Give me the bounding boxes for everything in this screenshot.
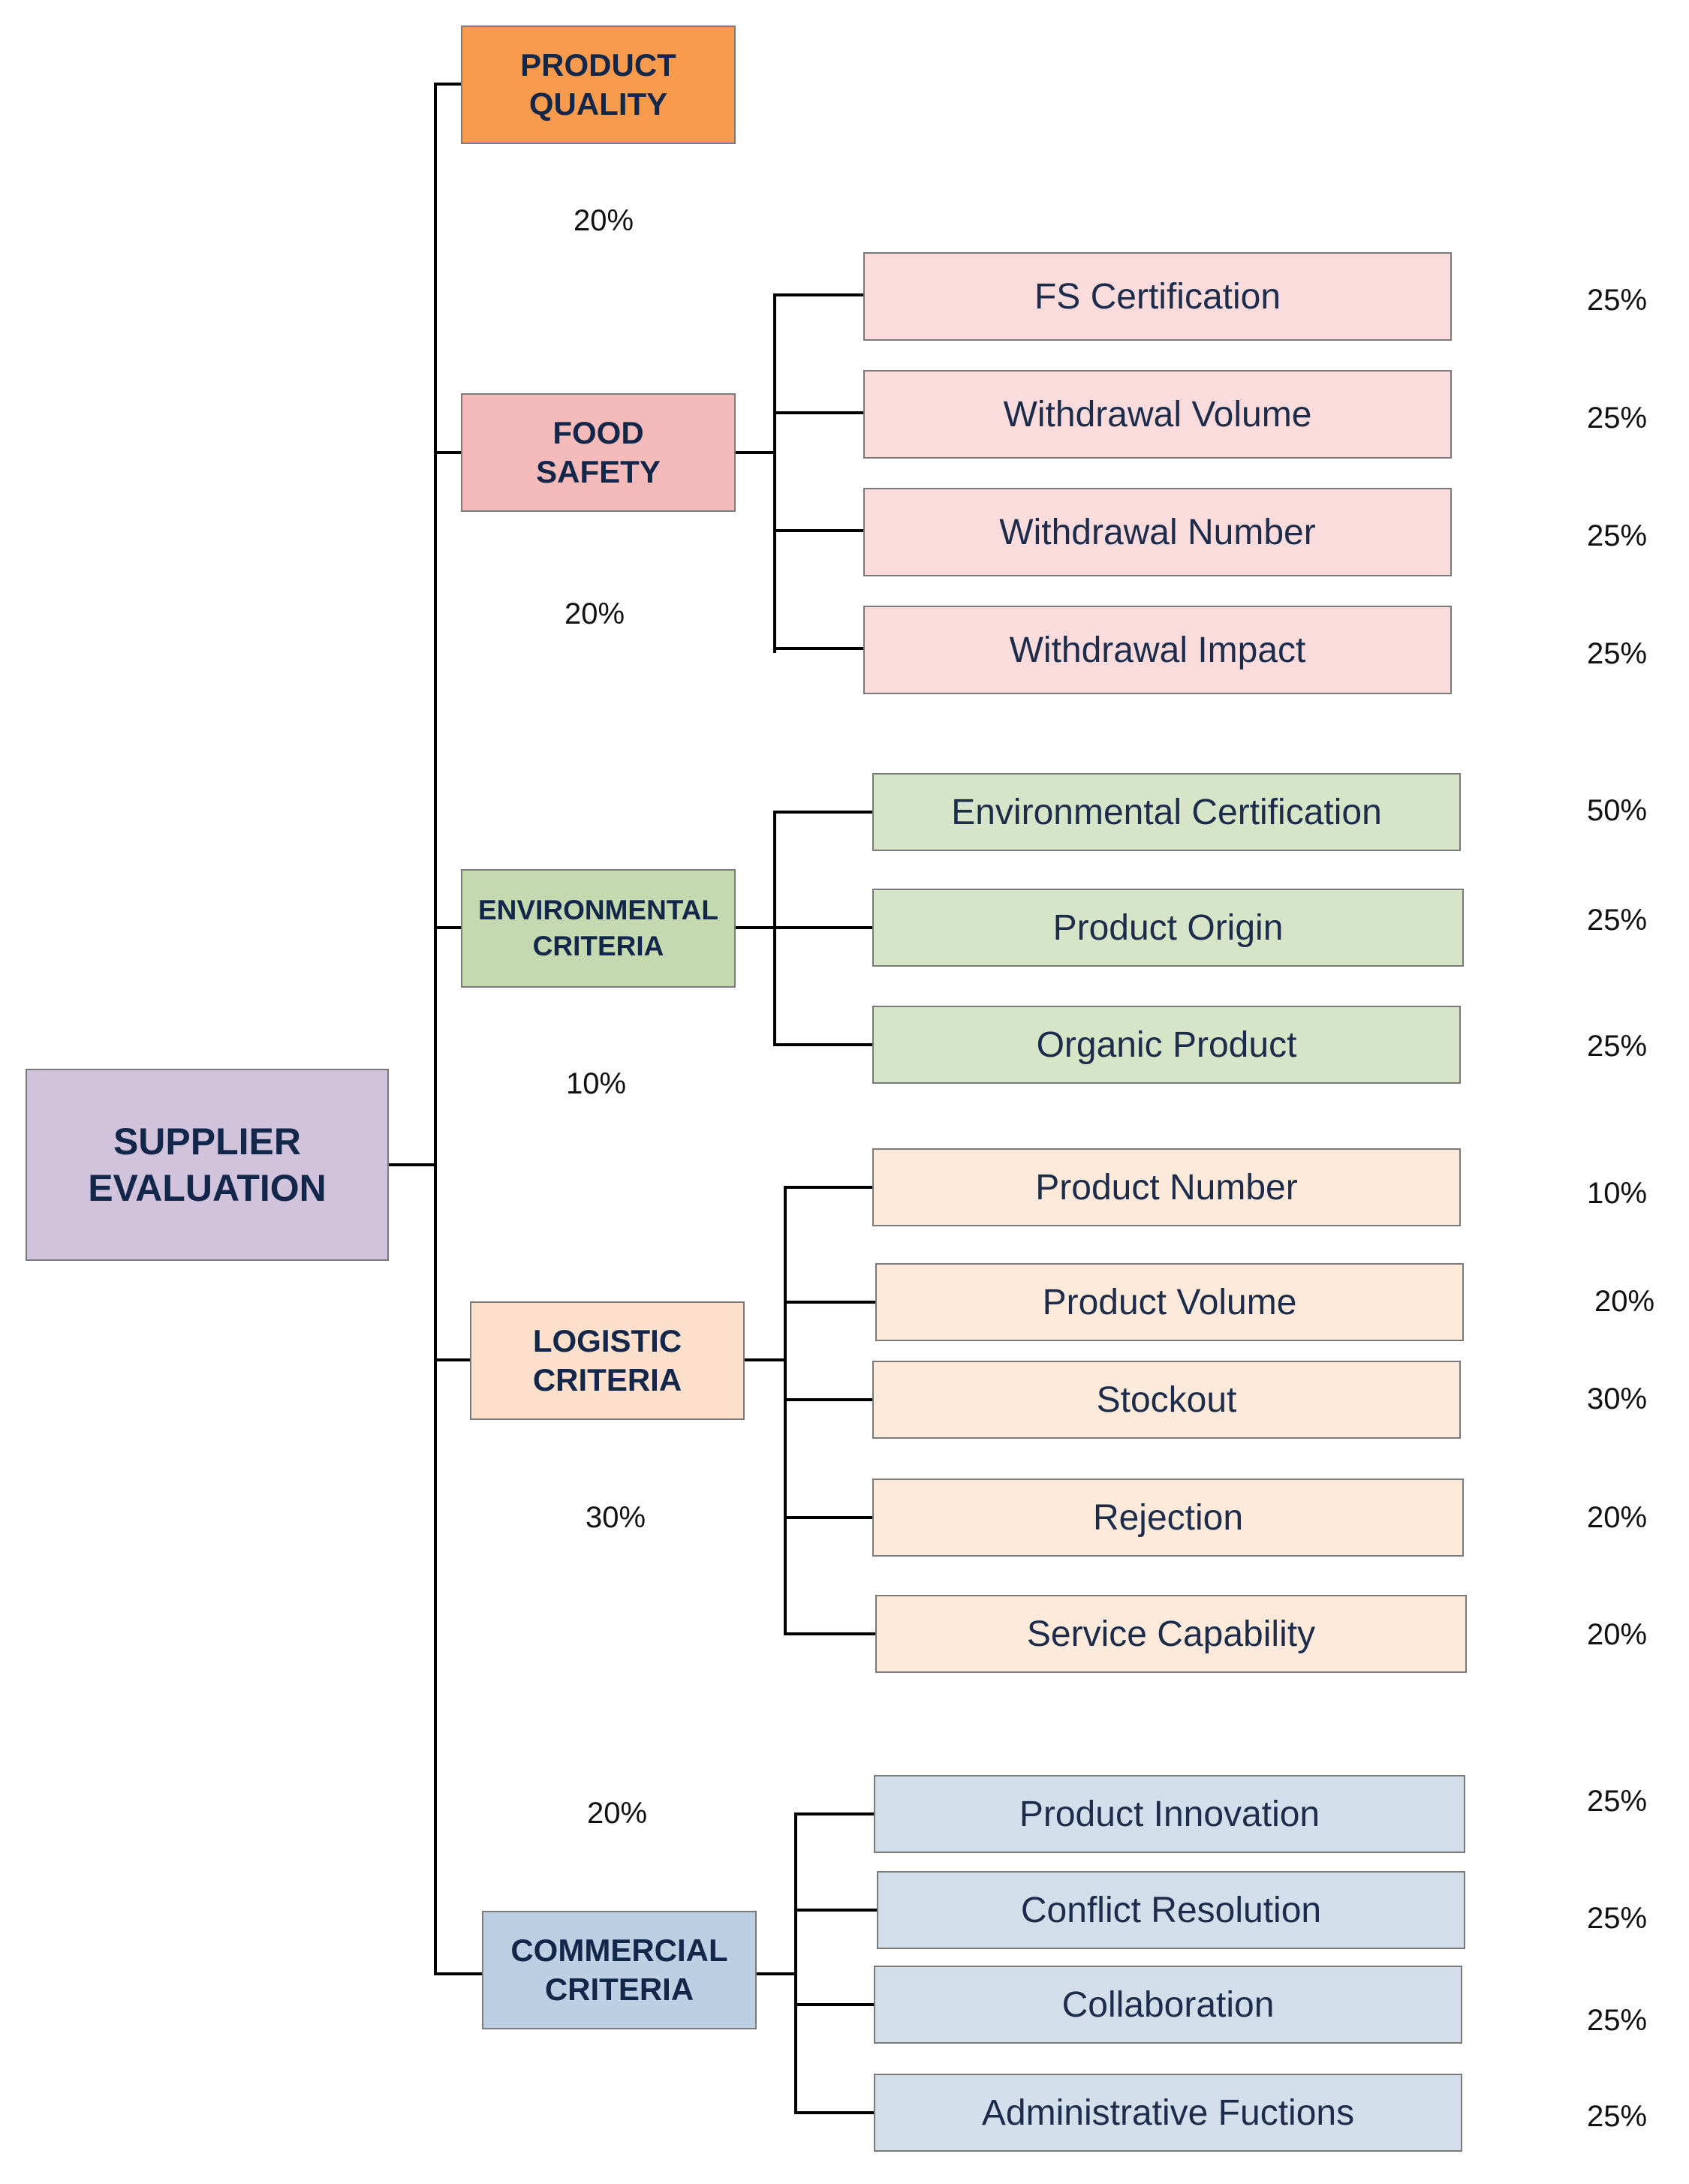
subcriterion-label: Organic Product [1036,1024,1297,1065]
subcriterion-weight: 30% [1587,1382,1648,1415]
subcriterion-weight: 25% [1587,284,1648,317]
criterion-label: FOOD SAFETY [536,415,661,489]
subcriterion-environmental-certification: Environmental Certification [872,773,1461,851]
subcriterion-label: Rejection [1092,1497,1244,1538]
criterion-weight: 20% [587,1797,648,1830]
subcriterion-label: Environmental Certification [951,792,1382,832]
subcriterion-weight: 20% [1587,1501,1648,1534]
criterion-weight: 20% [565,597,625,630]
subcriterion-weight: 20% [1587,1618,1648,1651]
criterion-label: PRODUCT QUALITY [520,47,676,122]
subcriterion-weight: 25% [1587,402,1648,435]
criterion-food-safety: FOOD SAFETY [461,393,736,512]
subcriterion-label: FS Certification [1034,276,1281,317]
subcriterion-weight: 25% [1587,1030,1648,1063]
criterion-environmental: ENVIRONMENTAL CRITERIA [461,869,736,988]
criterion-weight: 30% [586,1501,646,1534]
subcriterion-weight: 10% [1587,1177,1648,1210]
criterion-label: COMMERCIAL CRITERIA [510,1933,728,2007]
criterion-label: LOGISTIC CRITERIA [532,1323,682,1397]
subcriterion-label: Product Origin [1052,907,1284,948]
subcriterion-weight: 25% [1587,1902,1648,1935]
subcriterion-product-origin: Product Origin [872,889,1464,967]
subcriterion-label: Conflict Resolution [1020,1890,1322,1930]
criterion-product-quality: PRODUCT QUALITY [461,26,736,144]
subcriterion-product-innovation: Product Innovation [874,1775,1465,1853]
criterion-weight: 10% [566,1067,627,1100]
supplier-evaluation-node: SUPPLIER EVALUATION [26,1069,389,1261]
criterion-label: ENVIRONMENTAL CRITERIA [478,895,718,961]
criterion-weight: 20% [574,204,634,237]
subcriterion-weight: 25% [1587,1785,1648,1818]
subcriterion-service-capability: Service Capability [875,1595,1467,1673]
subcriterion-weight: 25% [1587,904,1648,937]
subcriterion-administrative-functions: Administrative Fuctions [874,2074,1462,2152]
subcriterion-withdrawal-impact: Withdrawal Impact [863,606,1452,694]
subcriterion-weight: 25% [1587,2004,1648,2037]
subcriterion-withdrawal-volume: Withdrawal Volume [863,370,1452,459]
subcriterion-rejection: Rejection [872,1479,1464,1557]
subcriterion-label: Withdrawal Impact [1009,630,1306,670]
supplier-evaluation-label: SUPPLIER EVALUATION [88,1121,327,1209]
subcriterion-weight: 25% [1587,637,1648,670]
subcriterion-withdrawal-number: Withdrawal Number [863,488,1452,576]
subcriterion-weight: 25% [1587,2100,1648,2133]
subcriterion-fs-certification: FS Certification [863,252,1452,341]
subcriterion-weight: 50% [1587,794,1648,827]
subcriterion-label: Withdrawal Number [999,512,1316,552]
subcriterion-label: Product Number [1035,1167,1298,1208]
subcriterion-collaboration: Collaboration [874,1966,1462,2044]
subcriterion-label: Stockout [1096,1379,1237,1420]
subcriterion-label: Administrative Fuctions [981,2092,1355,2133]
subcriterion-weight: 20% [1594,1285,1655,1318]
subcriterion-label: Product Volume [1042,1282,1297,1322]
subcriterion-weight: 25% [1587,519,1648,552]
subcriterion-product-volume: Product Volume [875,1263,1464,1341]
subcriterion-label: Product Innovation [1019,1794,1320,1834]
criterion-logistic: LOGISTIC CRITERIA [470,1301,745,1420]
subcriterion-label: Collaboration [1061,1984,1275,2025]
subcriterion-product-number: Product Number [872,1148,1461,1226]
criterion-commercial: COMMERCIAL CRITERIA [482,1911,757,2029]
subcriterion-label: Service Capability [1026,1614,1316,1654]
subcriterion-organic-product: Organic Product [872,1006,1461,1084]
subcriterion-label: Withdrawal Volume [1003,394,1312,435]
subcriterion-stockout: Stockout [872,1361,1461,1439]
subcriterion-conflict-resolution: Conflict Resolution [877,1871,1465,1949]
